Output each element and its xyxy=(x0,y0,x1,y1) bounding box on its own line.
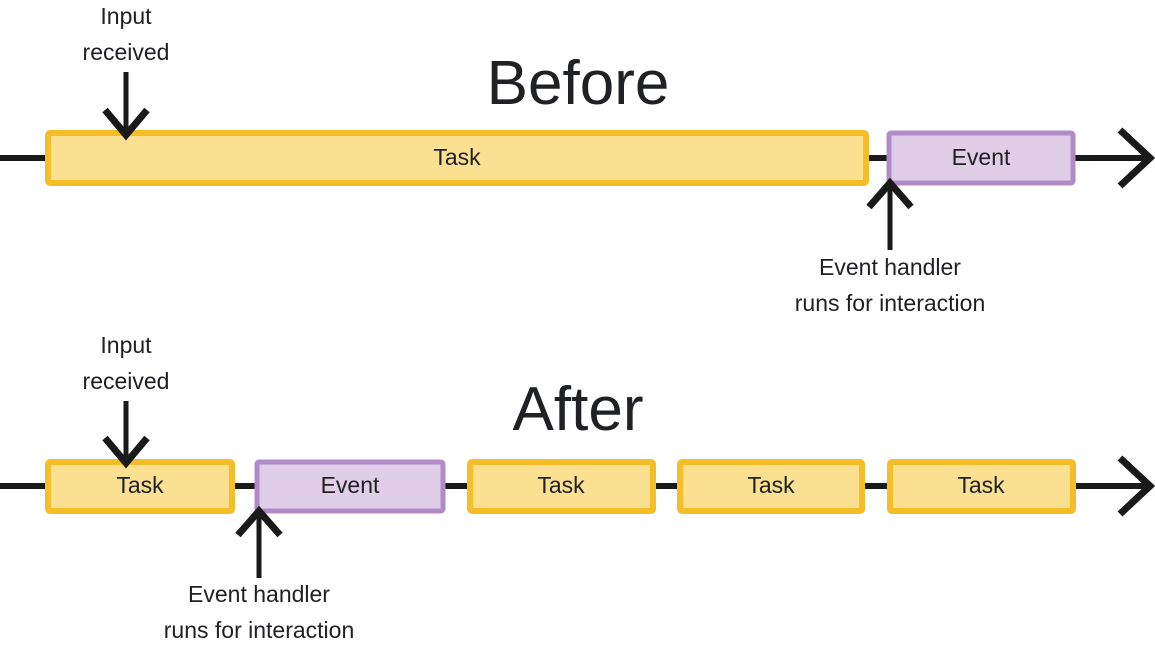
after-block-task-4: Task xyxy=(887,459,1076,514)
before-block-task: Task xyxy=(45,130,869,186)
callout-input-received-before: Input received xyxy=(83,3,170,141)
task-block-label: Task xyxy=(116,472,164,498)
callout-label-line-1: Input xyxy=(100,3,152,29)
callout-arrowhead-up xyxy=(866,177,914,210)
event-block-label: Event xyxy=(952,144,1011,170)
callout-arrowhead-down xyxy=(102,435,150,469)
task-block-rect xyxy=(45,459,235,514)
callout-label-line-1: Event handler xyxy=(819,254,961,280)
callout-label-line-2: runs for interaction xyxy=(795,290,985,316)
after-block-event: Event xyxy=(254,459,446,514)
callout-label-line-2: received xyxy=(83,39,170,65)
callout-event-handler-after: Event handler runs for interaction xyxy=(164,505,354,643)
section-title-before: Before xyxy=(487,49,670,118)
section-title-after: After xyxy=(513,375,644,444)
event-block-label: Event xyxy=(321,472,380,498)
callout-event-handler-before: Event handler runs for interaction xyxy=(795,177,985,316)
callout-label-line-2: received xyxy=(83,368,170,394)
callout-label-line-2: runs for interaction xyxy=(164,617,354,643)
axis-arrowhead-after xyxy=(1117,455,1155,517)
callout-input-received-after: Input received xyxy=(83,332,170,469)
task-block-rect xyxy=(677,459,865,514)
task-block-label: Task xyxy=(537,472,585,498)
event-block-rect xyxy=(886,130,1076,186)
event-block-rect xyxy=(254,459,446,514)
task-block-label: Task xyxy=(433,144,481,170)
after-block-task-1: Task xyxy=(45,459,235,514)
after-block-task-3: Task xyxy=(677,459,865,514)
callout-label-line-1: Input xyxy=(100,332,152,358)
section-after: After Task Event Task xyxy=(0,332,1155,643)
axis-arrowhead-before xyxy=(1117,127,1155,189)
section-before: Before Task Event Input received xyxy=(0,3,1155,316)
callout-arrowhead-down xyxy=(102,107,150,141)
task-block-rect xyxy=(467,459,656,514)
before-block-event: Event xyxy=(886,130,1076,186)
callout-label-line-1: Event handler xyxy=(188,581,330,607)
task-block-rect xyxy=(887,459,1076,514)
task-block-label: Task xyxy=(957,472,1005,498)
callout-arrowhead-up xyxy=(235,505,283,538)
task-block-label: Task xyxy=(747,472,795,498)
task-block-rect xyxy=(45,130,869,186)
after-block-task-2: Task xyxy=(467,459,656,514)
